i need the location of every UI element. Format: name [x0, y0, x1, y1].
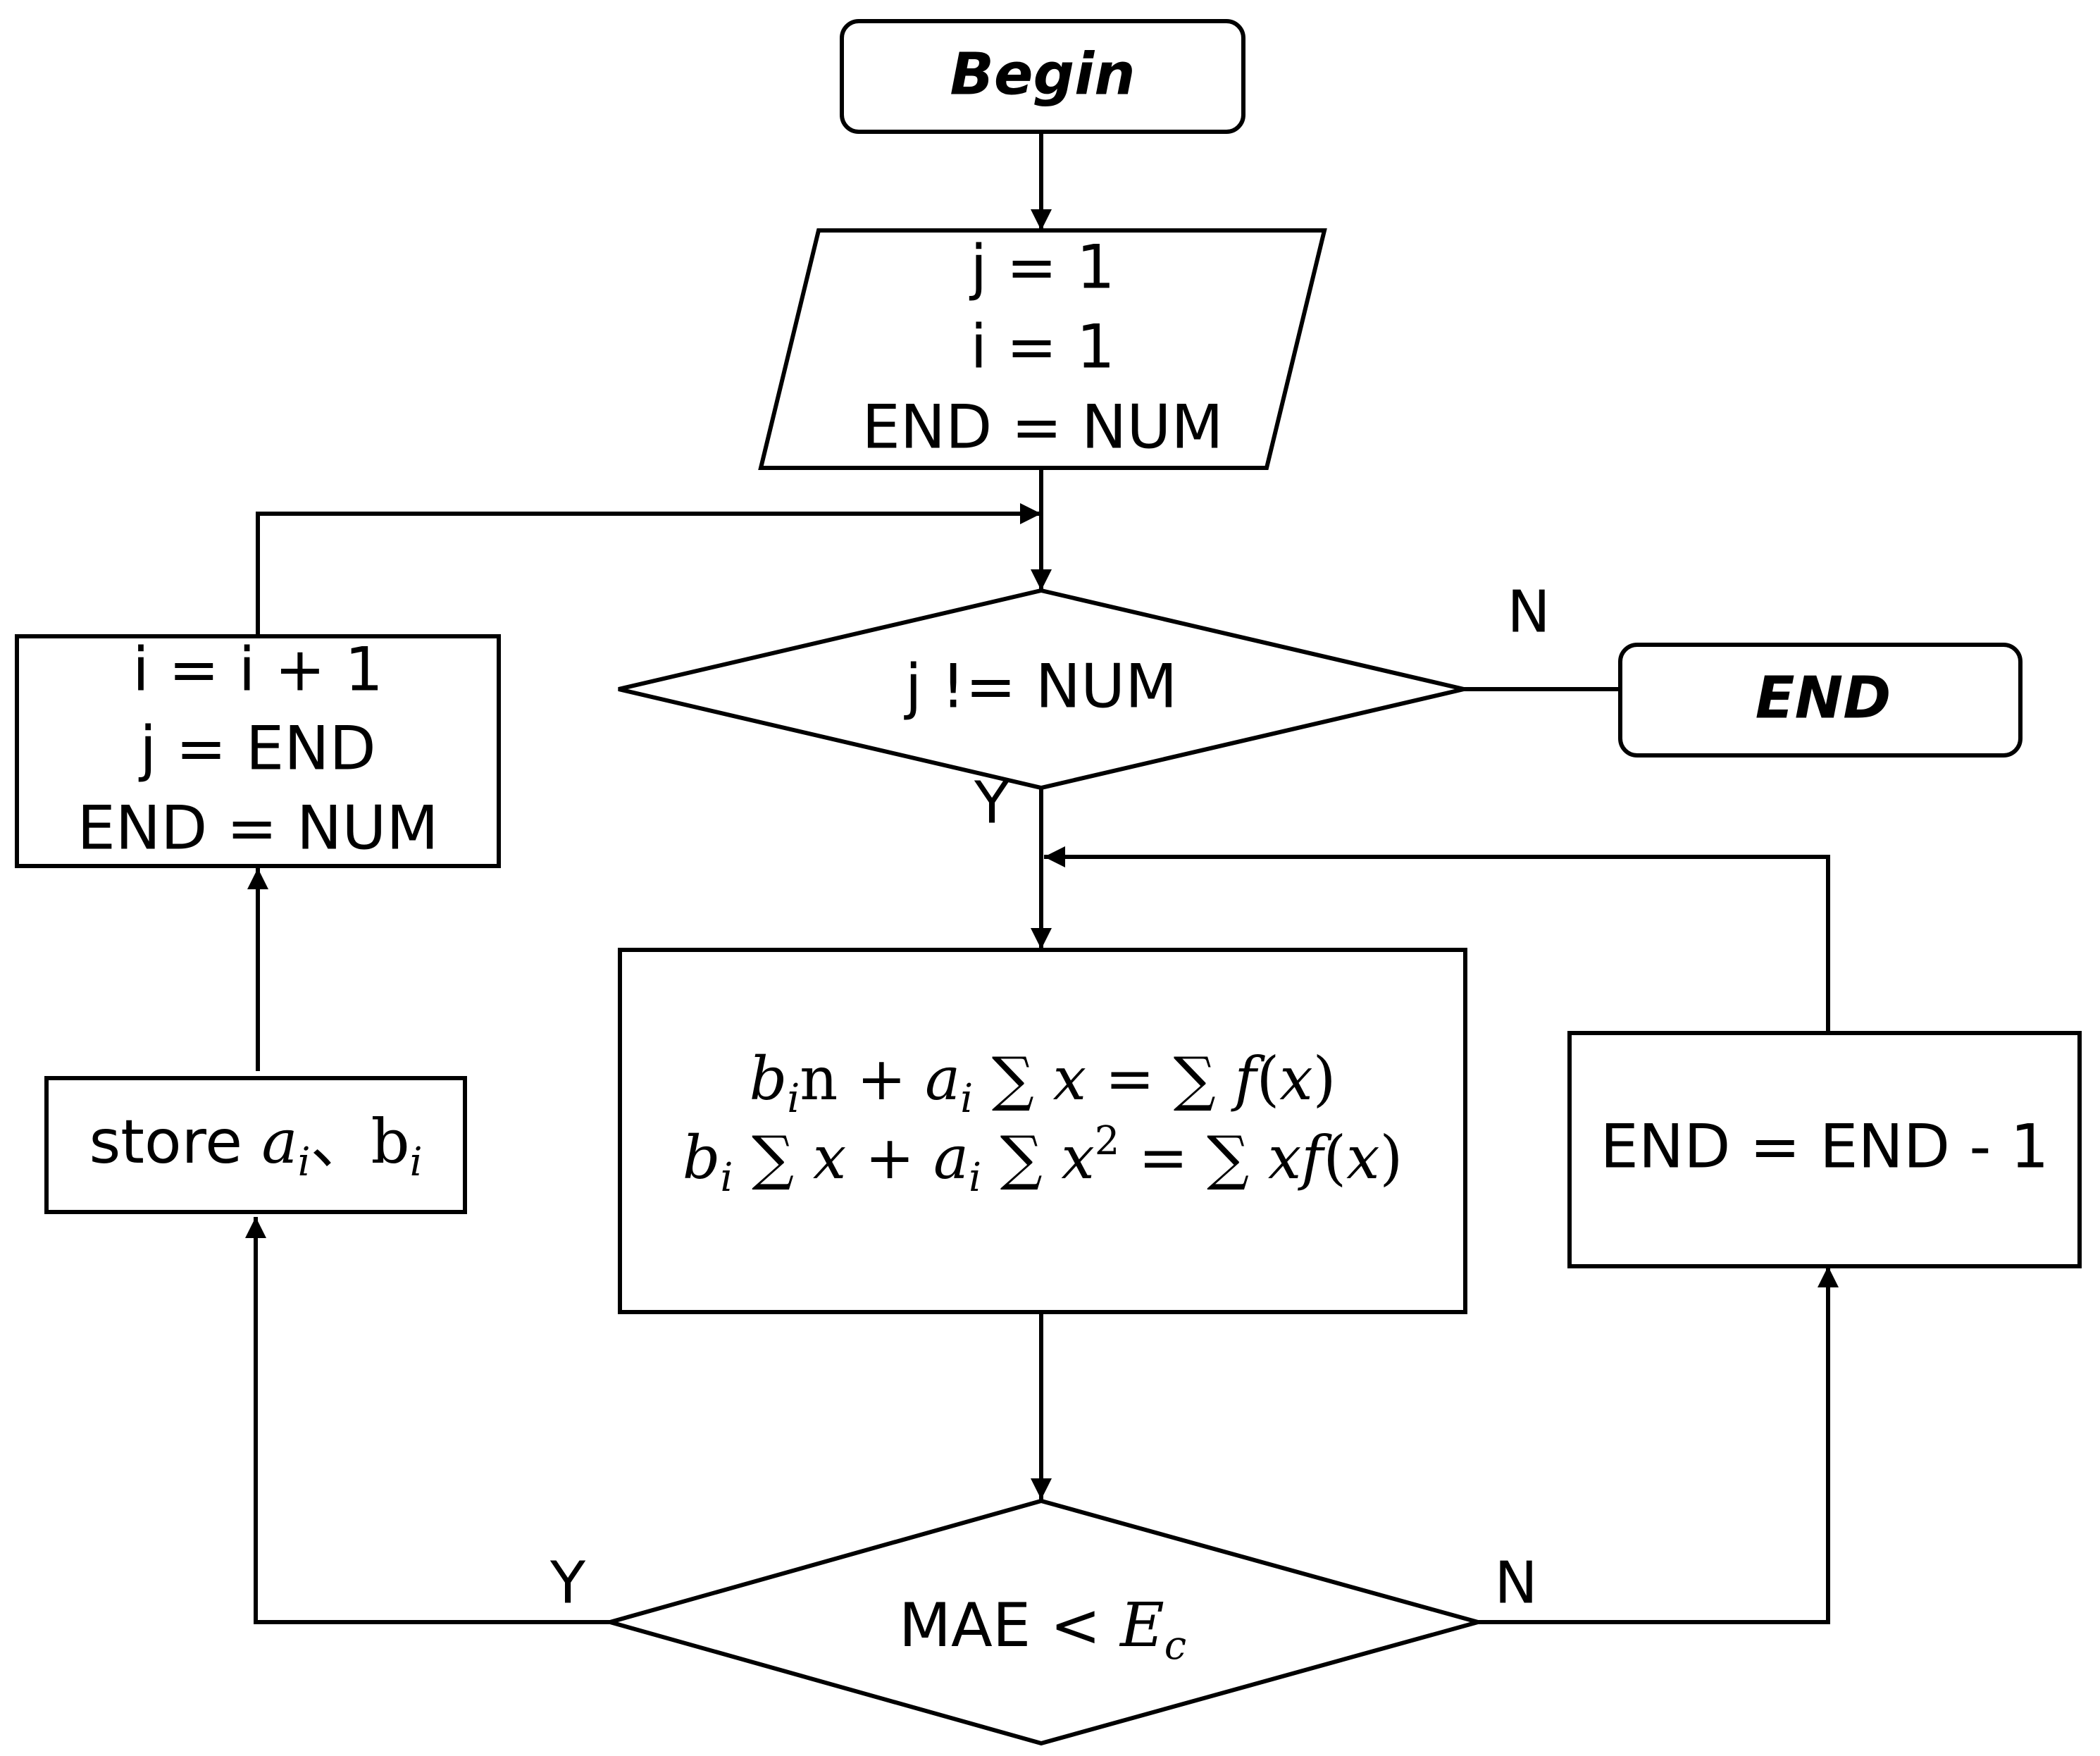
- connector-update-loop-back: [256, 503, 1041, 634]
- connector-decrement-loop-back: [1044, 846, 1830, 1033]
- equation-2: bi ∑ x + ai ∑ x2 = ∑ xf(x): [683, 1118, 1403, 1201]
- update-line-2: j = END: [138, 713, 376, 784]
- connector-decision2-to-store: [245, 1217, 610, 1624]
- init-line-3: END = NUM: [862, 392, 1223, 462]
- decrement-label: END = END - 1: [1601, 1111, 2049, 1182]
- store-block: store ai、bi: [44, 1076, 467, 1214]
- decision-2-label: MAE < Ec: [899, 1590, 1186, 1669]
- update-line-1: i = i + 1: [132, 634, 383, 705]
- end-label: END: [1756, 664, 1891, 731]
- init-line-1: j = 1: [969, 232, 1114, 302]
- decision-2-no-label: N: [1494, 1550, 1537, 1616]
- decision-mae: MAE < Ec: [602, 1498, 1486, 1746]
- equations-block: bin + ai ∑ x = ∑ f(x) bi ∑ x + ai ∑ x2 =…: [618, 948, 1467, 1314]
- decision-j-not-num: j != NUM: [618, 588, 1465, 791]
- decrement-block: END = END - 1: [1567, 1031, 2082, 1268]
- decision-2-yes-label: Y: [549, 1550, 586, 1616]
- init-line-2: i = 1: [970, 311, 1114, 382]
- decision-1-label: j != NUM: [904, 651, 1178, 722]
- store-label: store ai、bi: [89, 1107, 422, 1185]
- connector-decision2-to-decrement: [1478, 1266, 1839, 1624]
- begin-terminal: Begin: [840, 19, 1245, 134]
- equation-1: bin + ai ∑ x = ∑ f(x): [750, 1044, 1336, 1122]
- decision-1-no-label: N: [1507, 579, 1550, 645]
- end-terminal: END: [1618, 643, 2023, 758]
- update-line-3: END = NUM: [77, 793, 438, 863]
- init-block: j = 1 i = 1 END = NUM: [758, 228, 1327, 470]
- decision-1-yes-label: Y: [974, 769, 1010, 836]
- update-block: i = i + 1 j = END END = NUM: [15, 634, 501, 868]
- begin-label: Begin: [950, 41, 1135, 108]
